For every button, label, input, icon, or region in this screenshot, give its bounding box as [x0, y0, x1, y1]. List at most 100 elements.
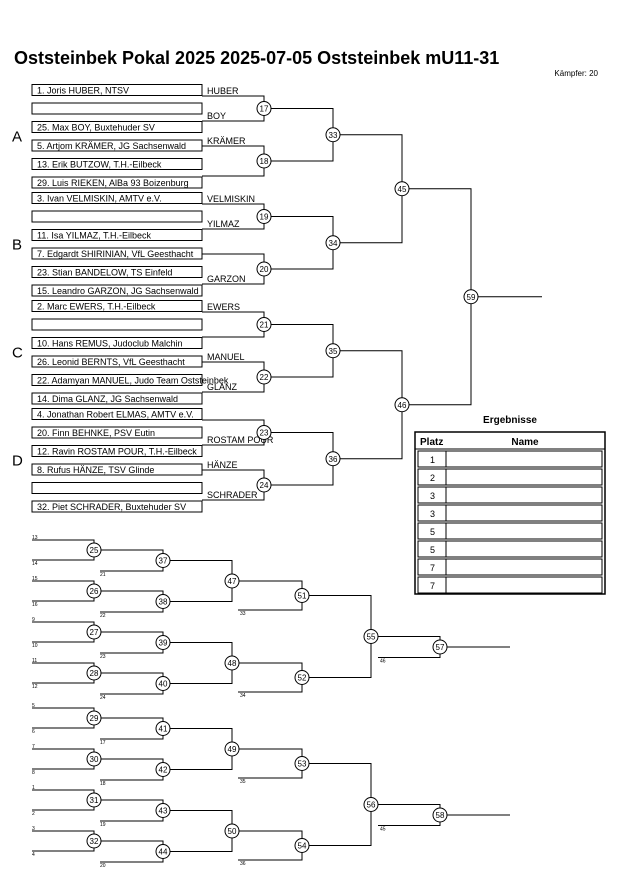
pool-label: B [12, 236, 22, 253]
rep-r2-match-number: 43 [159, 807, 168, 816]
entry-name: 15. Leandro GARZON, JG Sachsenwald [37, 286, 199, 296]
entry-name: 23. Stian BANDELOW, TS Einfeld [37, 268, 172, 278]
entry-name: 25. Max BOY, Buxtehuder SV [37, 123, 155, 133]
results-title: Ergebnisse [483, 415, 537, 426]
rep-final-match-number: 57 [436, 643, 445, 652]
entry-name: 22. Adamyan MANUEL, Judo Team Oststeinbe… [37, 376, 229, 386]
results-name-cell [445, 522, 603, 540]
results-col-name: Name [511, 437, 539, 448]
entry-name: 26. Leonid BERNTS, VfL Geesthacht [37, 357, 185, 367]
entry-box [31, 121, 203, 133]
r1-winner-name: GLANZ [207, 382, 238, 392]
entry-box [31, 266, 203, 278]
entry-box [31, 84, 203, 96]
bracket-connector [170, 642, 233, 684]
bracket-connector [271, 216, 334, 270]
entry-name: 4. Jonathan Robert ELMAS, AMTV e.V. [37, 410, 194, 420]
bracket-connector [309, 763, 372, 846]
rep-seed-label: 10 [32, 643, 38, 649]
r2-match-number: 34 [329, 239, 338, 248]
rep-r1-match-number: 31 [90, 796, 99, 805]
rep-seed-label: 5 [32, 703, 35, 709]
rep-r3-match-number: 50 [228, 827, 237, 836]
r1-winner-name: HÄNZE [207, 460, 238, 470]
rep-r4-match-number: 51 [298, 592, 307, 601]
r1-match-number: 21 [260, 321, 269, 330]
rep-r3-match-number: 48 [228, 659, 237, 668]
entry-name: 12. Ravin ROSTAM POUR, T.H.-Eilbeck [37, 447, 197, 457]
rep-r5-match-number: 56 [367, 801, 376, 810]
rep-r3-match-number: 47 [228, 577, 237, 586]
rep-r1-match-number: 32 [90, 837, 99, 846]
pool-label: C [12, 344, 23, 361]
rep-loser-label: 20 [100, 863, 106, 869]
r1-winner-name: ROSTAM POUR [207, 435, 274, 445]
r2-match-number: 35 [329, 347, 338, 356]
r3-match-number: 45 [398, 185, 407, 194]
r1-match-number: 24 [260, 481, 269, 490]
entry-box [31, 392, 203, 405]
r1-winner-name: MANUEL [207, 352, 245, 362]
fighter-count: Kämpfer: 20 [554, 69, 598, 78]
results-place: 1 [430, 455, 435, 465]
r1-match-number: 17 [260, 105, 269, 114]
rep-r2-match-number: 44 [159, 848, 168, 857]
rep-loser-label: 23 [100, 654, 106, 660]
results-place: 3 [430, 491, 435, 501]
rep-r2-match-number: 39 [159, 639, 168, 648]
entry-name: 10. Hans REMUS, Judoclub Malchin [37, 339, 183, 349]
rep-loser-label: 36 [240, 861, 246, 867]
entry-name: 1. Joris HUBER, NTSV [37, 86, 129, 96]
rep-r1-match-number: 28 [90, 669, 99, 678]
rep-loser-label: 19 [100, 822, 106, 828]
r1-match-number: 20 [260, 265, 269, 274]
bracket-connector [409, 188, 472, 406]
rep-seed-label: 7 [32, 744, 35, 750]
entry-name: 13. Erik BUTZOW, T.H.-Eilbeck [37, 160, 162, 170]
rep-seed-label: 3 [32, 826, 35, 832]
entry-box [31, 192, 203, 204]
entry-box [31, 445, 203, 457]
rep-seed-label: 16 [32, 602, 38, 608]
rep-loser-label: 45 [380, 827, 386, 833]
r2-match-number: 36 [329, 455, 338, 464]
r1-winner-name: SCHRADER [207, 490, 258, 500]
rep-seed-label: 11 [32, 658, 37, 664]
entry-box [31, 408, 203, 420]
entry-name: 32. Piet SCHRADER, Buxtehuder SV [37, 502, 186, 512]
rep-seed-label: 15 [32, 576, 38, 582]
results-name-cell [445, 540, 603, 558]
pool-label: A [12, 128, 22, 145]
rep-r2-match-number: 41 [159, 725, 168, 734]
entry-box [31, 500, 203, 513]
bracket-connector [340, 134, 403, 244]
results-place: 2 [430, 473, 435, 483]
bracket-connector [340, 350, 403, 460]
rep-final-match-number: 58 [436, 811, 445, 820]
entry-box [31, 426, 203, 439]
rep-loser-label: 18 [100, 781, 106, 787]
results-place: 7 [430, 563, 435, 573]
entry-box [31, 337, 203, 349]
entry-name: 2. Marc EWERS, T.H.-Eilbeck [37, 302, 156, 312]
rep-r2-match-number: 42 [159, 766, 168, 775]
r1-winner-name: YILMAZ [207, 219, 240, 229]
results-name-cell [445, 558, 603, 576]
rep-loser-label: 22 [100, 613, 106, 619]
rep-seed-label: 12 [32, 684, 38, 690]
rep-r2-match-number: 38 [159, 598, 168, 607]
bracket-connector [271, 108, 334, 162]
entry-name: 8. Rufus HÄNZE, TSV Glinde [37, 465, 154, 475]
results-name-cell [445, 504, 603, 522]
entry-box [31, 300, 203, 312]
rep-seed-label: 1 [32, 785, 35, 791]
r2-match-number: 33 [329, 131, 338, 140]
r1-match-number: 19 [260, 213, 269, 222]
results-col-place: Platz [420, 437, 443, 448]
entry-box [31, 158, 203, 170]
rep-r2-match-number: 37 [159, 557, 168, 566]
bracket-connector [170, 560, 233, 602]
